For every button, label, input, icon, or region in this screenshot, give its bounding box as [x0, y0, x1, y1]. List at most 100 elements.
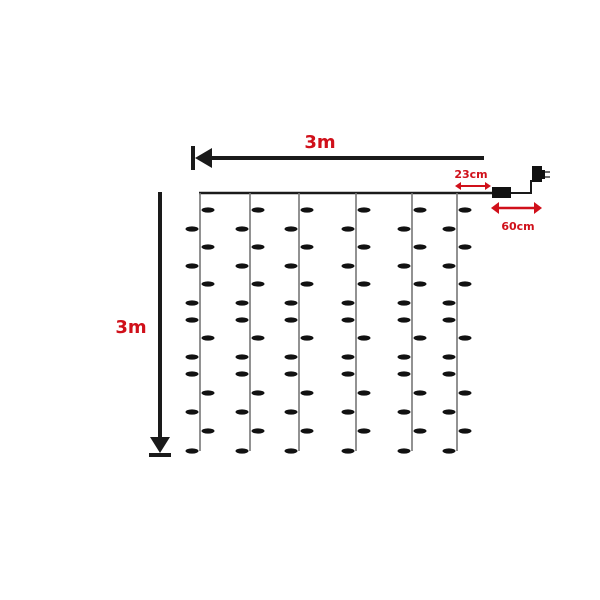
bulb — [235, 448, 249, 454]
bulb — [397, 317, 411, 323]
lead-cable-dimension — [455, 182, 491, 190]
bulb — [341, 409, 355, 415]
bulb — [201, 428, 215, 434]
bulb — [341, 300, 355, 306]
bulb — [251, 335, 265, 341]
bulb — [300, 244, 314, 250]
bulb — [251, 428, 265, 434]
bulb — [201, 335, 215, 341]
bulb — [357, 335, 371, 341]
bulb — [185, 371, 199, 377]
bulb — [397, 409, 411, 415]
bulb — [284, 317, 298, 323]
bulb — [185, 226, 199, 232]
bulb — [185, 300, 199, 306]
bulb — [284, 371, 298, 377]
bulb — [458, 335, 472, 341]
power-cable — [511, 180, 532, 194]
bulb — [235, 226, 249, 232]
bulb — [458, 390, 472, 396]
bulb — [235, 300, 249, 306]
bulb — [442, 409, 456, 415]
bulb — [235, 354, 249, 360]
bulb — [235, 371, 249, 377]
bulb — [458, 281, 472, 287]
strand — [185, 193, 215, 454]
bulb — [458, 207, 472, 213]
bulb — [413, 428, 427, 434]
bulb — [397, 226, 411, 232]
power-cable-dimension — [491, 202, 542, 214]
bulb — [235, 263, 249, 269]
bulb — [397, 300, 411, 306]
bulb — [185, 263, 199, 269]
bulb — [201, 207, 215, 213]
bulb — [341, 354, 355, 360]
bulb — [235, 317, 249, 323]
bulb — [284, 300, 298, 306]
bulb — [357, 281, 371, 287]
strand — [397, 193, 427, 454]
bulb — [458, 428, 472, 434]
bulb — [300, 207, 314, 213]
bulb — [300, 390, 314, 396]
bulb — [357, 244, 371, 250]
bulb — [251, 207, 265, 213]
bulb — [185, 317, 199, 323]
bulb — [357, 428, 371, 434]
bulb — [413, 207, 427, 213]
width-arrow — [191, 146, 484, 170]
height-arrow — [149, 192, 171, 457]
bulb — [397, 371, 411, 377]
bulb — [185, 448, 199, 454]
bulb — [397, 354, 411, 360]
bulb — [341, 226, 355, 232]
bulb — [284, 226, 298, 232]
bulb — [413, 335, 427, 341]
bulb — [413, 281, 427, 287]
power-adapter-icon — [532, 166, 550, 182]
bulb — [442, 263, 456, 269]
bulb — [341, 371, 355, 377]
strand — [284, 193, 314, 454]
width-label: 3m — [304, 132, 335, 153]
light-strands — [185, 193, 472, 454]
bulb — [185, 409, 199, 415]
bulb — [201, 390, 215, 396]
bulb — [413, 390, 427, 396]
bulb — [284, 354, 298, 360]
bulb — [357, 390, 371, 396]
bulb — [341, 448, 355, 454]
power-cable-label: 60cm — [501, 220, 534, 233]
bulb — [442, 371, 456, 377]
height-label: 3m — [115, 317, 146, 338]
bulb — [397, 448, 411, 454]
bulb — [442, 448, 456, 454]
bulb — [442, 300, 456, 306]
bulb — [201, 281, 215, 287]
bulb — [458, 244, 472, 250]
bulb — [442, 354, 456, 360]
bulb — [442, 317, 456, 323]
bulb — [235, 409, 249, 415]
bulb — [341, 263, 355, 269]
bulb — [397, 263, 411, 269]
bulb — [185, 354, 199, 360]
bulb — [284, 448, 298, 454]
bulb — [251, 244, 265, 250]
bulb — [251, 390, 265, 396]
bulb — [251, 281, 265, 287]
bulb — [300, 281, 314, 287]
strand — [341, 193, 371, 454]
controller-box — [492, 187, 511, 198]
bulb — [284, 263, 298, 269]
bulb — [300, 428, 314, 434]
lead-cable-label: 23cm — [454, 168, 487, 181]
bulb — [341, 317, 355, 323]
bulb — [442, 226, 456, 232]
strand — [442, 193, 472, 454]
bulb — [413, 244, 427, 250]
bulb — [201, 244, 215, 250]
bulb — [284, 409, 298, 415]
